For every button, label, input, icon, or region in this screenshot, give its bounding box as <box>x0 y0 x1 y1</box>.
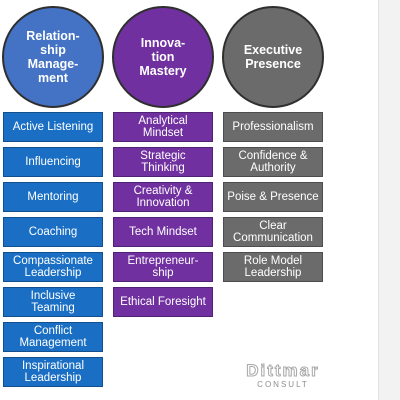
heading-relationship-management: Relation- ship Manage- ment <box>2 6 104 108</box>
skill-creativity-innovation: Creativity & Innovation <box>113 182 213 212</box>
skill-clear-communication: Clear Communication <box>223 217 323 247</box>
dittmar-consult-logo: Dittmar CONSULT <box>233 361 333 390</box>
skill-tech-mindset: Tech Mindset <box>113 217 213 247</box>
skill-analytical-mindset: Analytical Mindset <box>113 112 213 142</box>
heading-executive-presence: Executive Presence <box>222 6 324 108</box>
skill-entrepreneurship: Entrepreneur- ship <box>113 252 213 282</box>
skill-coaching: Coaching <box>3 217 103 247</box>
logo-tagline: CONSULT <box>257 380 309 389</box>
skill-compassionate-leadership: Compassionate Leadership <box>3 252 103 282</box>
logo-name: Dittmar <box>246 361 320 380</box>
scrollbar-track[interactable] <box>378 0 400 400</box>
skill-strategic-thinking: Strategic Thinking <box>113 147 213 177</box>
skill-influencing: Influencing <box>3 147 103 177</box>
skill-conflict-management: Conflict Management <box>3 322 103 352</box>
skill-role-model-leadership: Role Model Leadership <box>223 252 323 282</box>
skill-poise-presence: Poise & Presence <box>223 182 323 212</box>
skill-confidence-authority: Confidence & Authority <box>223 147 323 177</box>
skill-ethical-foresight: Ethical Foresight <box>113 287 213 317</box>
heading-innovation-mastery: Innova- tion Mastery <box>112 6 214 108</box>
skill-professionalism: Professionalism <box>223 112 323 142</box>
skill-inspirational-leadership: Inspirational Leadership <box>3 357 103 387</box>
skill-inclusive-teaming: Inclusive Teaming <box>3 287 103 317</box>
skill-mentoring: Mentoring <box>3 182 103 212</box>
skill-active-listening: Active Listening <box>3 112 103 142</box>
